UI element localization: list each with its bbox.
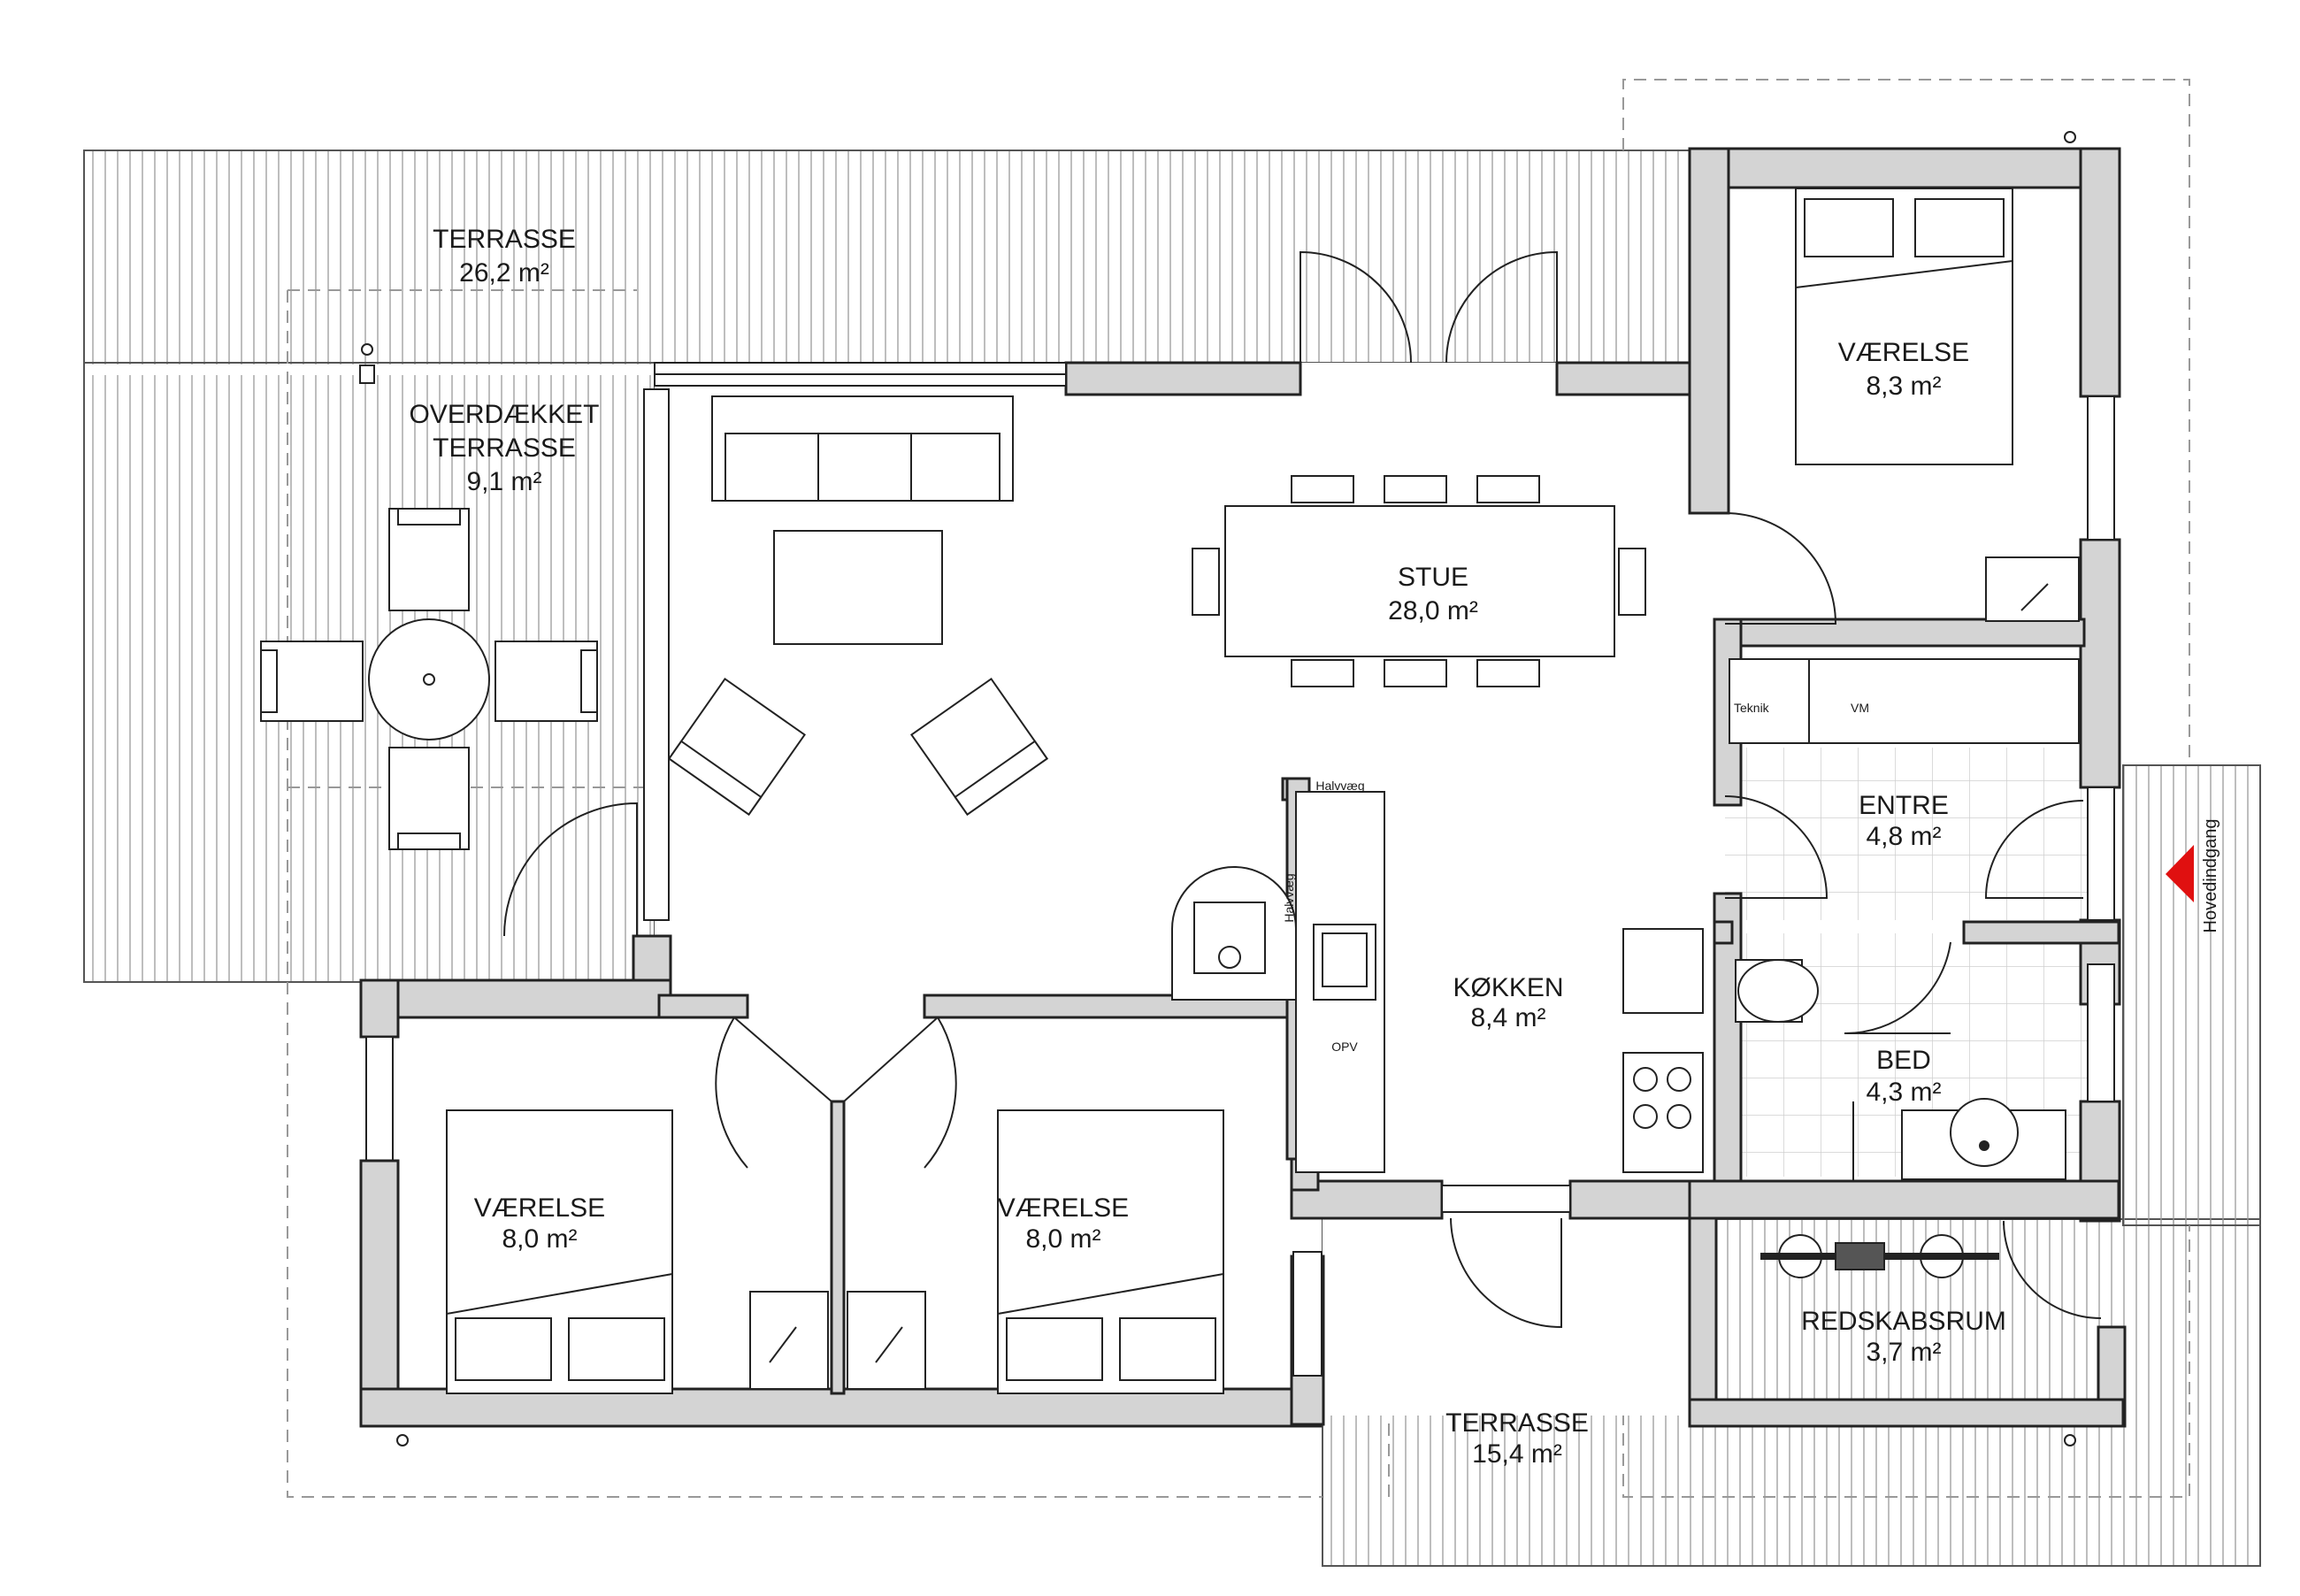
coffee-table (773, 530, 943, 645)
room-area-vaerelse-ne: 8,3 m² (1866, 372, 1941, 401)
main-entrance-arrow-icon (2166, 845, 2194, 902)
room-area-vaerelse-sw: 8,0 m² (502, 1224, 577, 1254)
label-vm: VM (1851, 701, 1869, 715)
utility-cabinets (1729, 658, 2080, 744)
room-area-bed: 4,3 m² (1866, 1078, 1941, 1107)
room-area-terrasse-west: 26,2 m² (459, 258, 549, 288)
label-teknik: Teknik (1734, 701, 1770, 715)
walls (359, 147, 2127, 1428)
label-halvvaeg-vertical: Halvvæg (1282, 873, 1296, 922)
room-area-redskabsrum: 3,7 m² (1866, 1338, 1941, 1367)
terrace-west-decking (83, 150, 1695, 983)
room-name-vaerelse-s: VÆRELSE (998, 1193, 1129, 1223)
room-name-terrasse-west: TERRASSE (433, 225, 576, 254)
bed-southwest (446, 1109, 829, 1394)
bathroom-fixtures (1735, 959, 2066, 1181)
armchair-right (910, 678, 1048, 816)
bicycle (1760, 1234, 1999, 1278)
label-halvvaeg-horizontal: Halvvæg (1315, 779, 1364, 793)
room-name-entre: ENTRE (1859, 791, 1949, 820)
room-area-stue: 28,0 m² (1388, 596, 1478, 625)
room-name-bed: BED (1876, 1046, 1931, 1075)
room-name-koekken: KØKKEN (1453, 973, 1563, 1002)
kitchen-fixtures (1171, 791, 1704, 1173)
dining-table (1192, 475, 1646, 687)
label-hovedindgang: Hovedindgang (2201, 819, 2220, 933)
bed-northeast (1795, 188, 2080, 622)
room-area-entre: 4,8 m² (1866, 822, 1941, 851)
patio-table-set (260, 343, 598, 850)
bed-south (847, 1109, 1224, 1394)
outdoor-tap-markers (396, 131, 2076, 1446)
room-name-terrasse-south: TERRASSE (1445, 1408, 1589, 1438)
room-name-overdaekket-2: TERRASSE (433, 434, 576, 463)
room-name-vaerelse-ne: VÆRELSE (1838, 338, 1969, 367)
room-name-vaerelse-sw: VÆRELSE (474, 1193, 605, 1223)
room-area-overdaekket: 9,1 m² (466, 467, 541, 496)
armchair-left (668, 678, 806, 816)
door-swings (503, 250, 2102, 1329)
room-area-vaerelse-s: 8,0 m² (1025, 1224, 1100, 1254)
room-name-stue: STUE (1398, 563, 1468, 592)
room-name-overdaekket-1: OVERDÆKKET (409, 400, 599, 429)
room-area-koekken: 8,4 m² (1470, 1003, 1545, 1032)
room-name-redskabsrum: REDSKABSRUM (1801, 1307, 2006, 1336)
label-opv: OPV (1331, 1040, 1358, 1054)
room-area-terrasse-south: 15,4 m² (1472, 1439, 1562, 1469)
sofa (711, 395, 1014, 502)
